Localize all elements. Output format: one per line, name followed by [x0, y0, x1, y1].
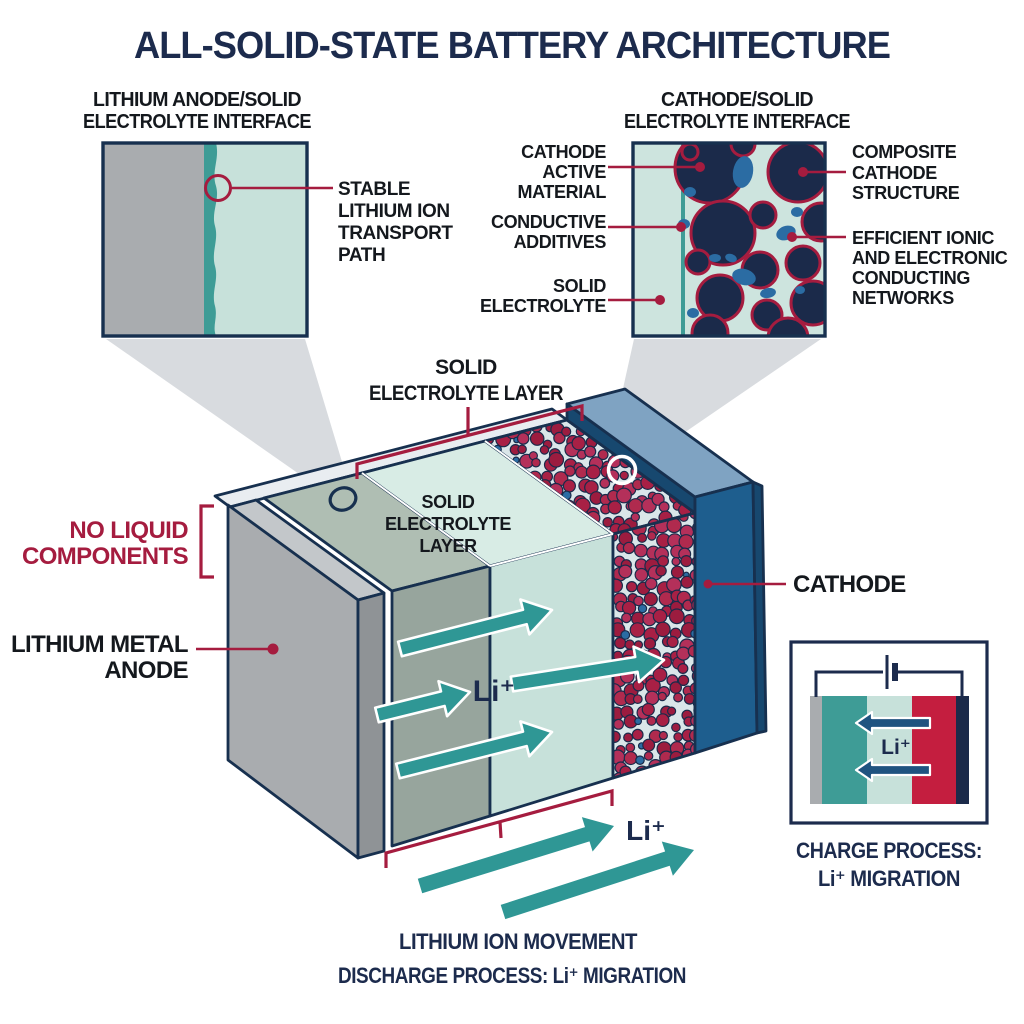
label-solid-electrolyte-line2: ELECTROLYTE [480, 296, 606, 316]
cathode-plate-front [693, 480, 759, 755]
li-ion-label-bottom: Li⁺ [626, 815, 666, 846]
label-networks-line1: EFFICIENT IONIC [852, 228, 994, 248]
label-solid-electrolyte-line1: SOLID [553, 276, 606, 296]
cathode-plate-side [751, 480, 768, 735]
inset-anode-header-line2: ELECTROLYTE INTERFACE [83, 111, 311, 133]
electrolyte-on-box-line1: SOLID [421, 492, 474, 512]
discharge-arrows [417, 817, 694, 920]
leader-lines [196, 579, 786, 655]
callout-stable-line2: LITHIUM ION [338, 201, 450, 222]
anode-zoom-marker-circle [328, 486, 358, 512]
anode-label-line1: LITHIUM METAL [11, 631, 188, 658]
inset-anode-interface [101, 141, 333, 338]
charge-li-ion-label: Li⁺ [881, 736, 911, 759]
anode-slab-left-face [226, 503, 360, 860]
callout-stable-line1: STABLE [338, 179, 410, 200]
electrolyte-bottom-bracket [384, 788, 614, 868]
label-networks-line4: NETWORKS [852, 288, 954, 308]
sei-marker-circle [204, 174, 232, 202]
electrolyte-on-box-line3: LAYER [419, 536, 477, 556]
li-ion-label-front: Li⁺ [473, 675, 516, 708]
inset-cathode-header-line1: CATHODE/SOLID [661, 89, 813, 111]
no-liquid-label-line1: NO LIQUID [69, 517, 188, 544]
anode-slab-front-face [356, 591, 386, 860]
inset-anode-header-line1: LITHIUM ANODE/SOLID [93, 89, 301, 111]
page-title: ALL-SOLID-STATE BATTERY ARCHITECTURE [134, 25, 890, 67]
battery-3d-block [213, 387, 768, 860]
label-cathode-active-line3: MATERIAL [518, 182, 607, 202]
inset-cathode-border [631, 141, 827, 338]
cathode-zoom-marker-circle [606, 454, 638, 486]
label-cathode-active-line2: ACTIVE [542, 162, 606, 182]
label-composite-line1: COMPOSITE [852, 142, 957, 162]
inset2-leaders [608, 162, 846, 305]
charge-process-inset [789, 640, 989, 825]
cathode-label: CATHODE [793, 571, 906, 598]
charge-li-arrows [854, 710, 932, 783]
callout-stable-line3: TRANSPORT [338, 223, 453, 244]
label-networks-line3: CONDUCTING [852, 268, 970, 288]
fold-highlight-line [489, 533, 614, 567]
charge-caption-line1: CHARGE PROCESS: [796, 838, 982, 863]
inset2-teal-divider [681, 143, 685, 336]
inset-cathode-header-line2: ELECTROLYTE INTERFACE [624, 111, 850, 133]
label-additives-line1: CONDUCTIVE [491, 212, 606, 232]
footer-discharge-caption: DISCHARGE PROCESS: Li⁺ MIGRATION [338, 963, 686, 988]
charge-caption-line2: Li⁺ MIGRATION [818, 866, 960, 891]
electrolyte-on-box-line2: ELECTROLYTE [385, 514, 511, 534]
mini-cell-stripes [810, 696, 969, 804]
anode-label-line2: ANODE [104, 657, 188, 684]
electrolyte-label-above-line1: SOLID [435, 356, 497, 379]
electrolyte-label-above-line2: ELECTROLYTE LAYER [369, 382, 563, 405]
label-cathode-active-line1: CATHODE [521, 142, 606, 162]
label-additives-line2: ADDITIVES [514, 232, 607, 252]
top-divider-line-1 [361, 472, 491, 567]
no-liquid-bracket [199, 504, 214, 579]
inset-cathode-interface [608, 141, 846, 338]
zoom-beam-anode [106, 339, 352, 497]
label-networks-line2: AND ELECTRONIC [852, 248, 1008, 268]
callout-stable-line4: PATH [338, 245, 385, 266]
circuit-wire [814, 670, 964, 697]
footer-movement-caption: LITHIUM ION MOVEMENT [399, 929, 638, 954]
label-composite-line2: CATHODE [852, 163, 937, 183]
electrolyte-top-bracket [355, 403, 584, 479]
composite-cathode-shapes [673, 144, 825, 335]
inset-anode-border [101, 141, 309, 338]
li-ion-arrows [373, 598, 666, 780]
top-divider-line-2 [484, 440, 614, 535]
label-composite-line3: STRUCTURE [852, 183, 960, 203]
no-liquid-label-line2: COMPONENTS [22, 543, 189, 570]
